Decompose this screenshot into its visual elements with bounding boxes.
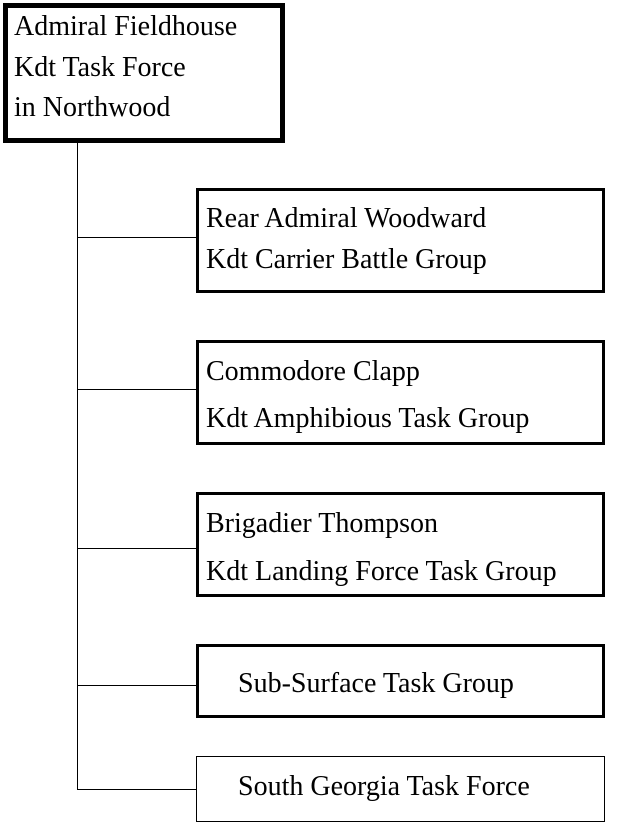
branch-line-5 — [77, 789, 197, 790]
child-node-3-line-2: Kdt Landing Force Task Group — [206, 556, 557, 587]
child-node-5-line-1: South Georgia Task Force — [238, 771, 530, 802]
root-node-line-2: Kdt Task Force — [14, 52, 186, 83]
child-node-3-box — [196, 492, 605, 597]
root-node-line-1: Admiral Fieldhouse — [14, 11, 238, 42]
child-node-4-line-1: Sub-Surface Task Group — [238, 668, 514, 699]
child-node-3-line-1: Brigadier Thompson — [206, 508, 439, 539]
child-node-2-line-1: Commodore Clapp — [206, 356, 420, 387]
branch-line-3 — [77, 548, 197, 549]
root-node-line-3: in Northwood — [14, 92, 171, 123]
branch-line-2 — [77, 389, 197, 390]
child-node-1-box — [196, 188, 605, 293]
vertical-trunk-line — [77, 141, 78, 790]
branch-line-4 — [77, 685, 197, 686]
child-node-2-box — [196, 340, 605, 445]
child-node-4-box — [196, 644, 605, 718]
child-node-1-line-2: Kdt Carrier Battle Group — [206, 244, 487, 275]
child-node-5-box — [196, 756, 605, 822]
branch-line-1 — [77, 237, 197, 238]
child-node-2-line-2: Kdt Amphibious Task Group — [206, 403, 530, 434]
child-node-1-line-1: Rear Admiral Woodward — [206, 203, 487, 234]
root-node-box — [3, 3, 285, 143]
